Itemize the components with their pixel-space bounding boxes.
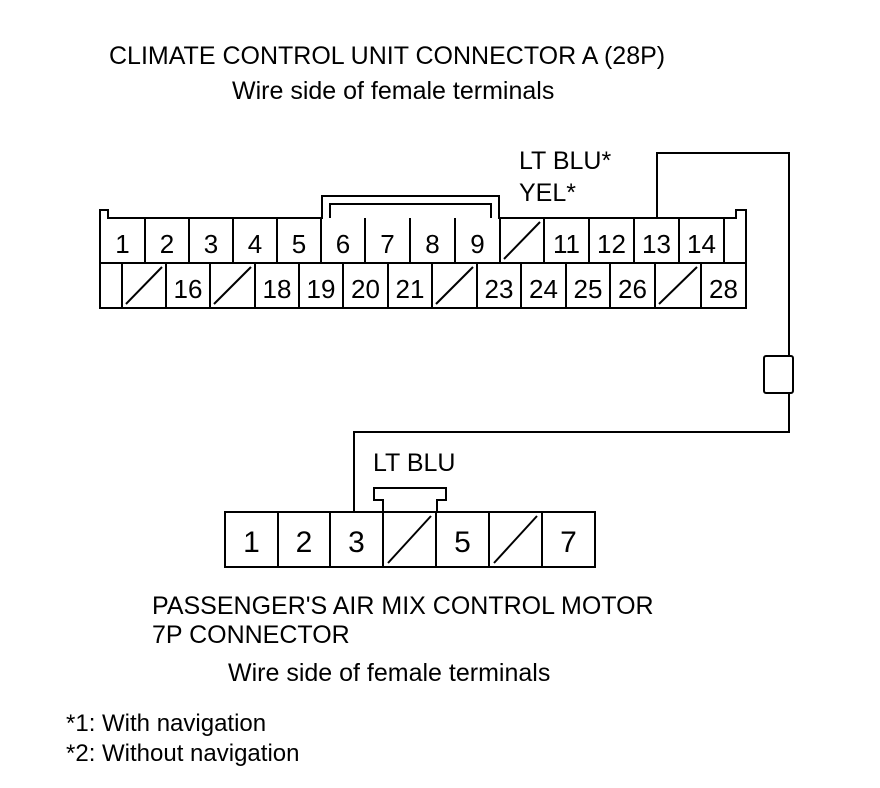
connector-a-pin-23: 23 xyxy=(485,274,514,304)
connector-a-pin-18: 18 xyxy=(263,274,292,304)
motor-connector-unused-cavity-slash xyxy=(493,515,538,564)
connector-a-pin-3: 3 xyxy=(204,229,218,259)
connector-a-pin-20: 20 xyxy=(351,274,380,304)
connector-a-top-row-unused-cavity-slash xyxy=(503,221,541,260)
connector-a-pin-7: 7 xyxy=(380,229,394,259)
connector-a-bottom-row-unused-cavity-slash xyxy=(435,266,474,305)
connector-a-pin-28: 28 xyxy=(709,274,738,304)
connector-a-bottom-row-unused-cavity-slash xyxy=(125,266,163,305)
connector-a-pin-13: 13 xyxy=(642,229,671,259)
motor-connector-pin-1: 1 xyxy=(243,526,260,559)
connector-a-title: CLIMATE CONTROL UNIT CONNECTOR A (28P) xyxy=(109,42,666,70)
motor-wire-color-label: LT BLU xyxy=(373,449,456,477)
motor-connector-pin-3: 3 xyxy=(348,526,365,559)
connector-a-pin-1: 1 xyxy=(115,229,129,259)
connector-a-lock-tab xyxy=(329,203,492,218)
connector-a-pin-11: 11 xyxy=(553,229,580,259)
motor-connector-cells: 1 2 3 5 7 xyxy=(243,512,577,567)
connector-a-pin-16: 16 xyxy=(174,274,203,304)
connector-a-pin-2: 2 xyxy=(160,229,174,259)
note-without-navigation: *2: Without navigation xyxy=(66,740,300,767)
connector-a-pin-21: 21 xyxy=(396,274,425,304)
motor-connector-pin-7: 7 xyxy=(560,526,577,559)
connector-a-housing xyxy=(99,195,747,309)
motor-connector-title-line2: 7P CONNECTOR xyxy=(152,621,350,649)
connector-a-pin-24: 24 xyxy=(529,274,558,304)
connector-a-pin-8: 8 xyxy=(425,229,439,259)
motor-connector-subtitle: Wire side of female terminals xyxy=(228,659,551,687)
connector-a-pin-25: 25 xyxy=(574,274,603,304)
connector-a-pin-14: 14 xyxy=(687,229,716,259)
motor-connector-lock-tab xyxy=(373,487,447,512)
wire-color-lt-blu-label: LT BLU* xyxy=(519,147,612,175)
connector-a-subtitle: Wire side of female terminals xyxy=(232,77,555,105)
motor-connector-unused-cavity-slash xyxy=(387,515,432,564)
connector-a-pin-6: 6 xyxy=(336,229,350,259)
connector-a-pin-26: 26 xyxy=(618,274,647,304)
connector-a-pin-4: 4 xyxy=(248,229,262,259)
wire-color-yel-label: YEL* xyxy=(519,179,576,207)
motor-connector-housing xyxy=(224,511,596,568)
connector-a-pin-9: 9 xyxy=(470,229,484,259)
connector-a-pin-12: 12 xyxy=(597,229,626,259)
connector-a-bottom-row-unused-cavity-slash xyxy=(213,266,252,305)
connector-a-pin-5: 5 xyxy=(292,229,306,259)
connector-a-pin-19: 19 xyxy=(307,274,336,304)
inline-connector-icon xyxy=(763,355,794,394)
connector-a-bottom-row-unused-cavity-slash xyxy=(658,266,698,305)
note-with-navigation: *1: With navigation xyxy=(66,710,267,737)
motor-connector-pin-5: 5 xyxy=(454,526,471,559)
wire-lt-blu-yel xyxy=(353,152,790,512)
motor-connector-pin-2: 2 xyxy=(296,526,313,559)
motor-connector-title-line1: PASSENGER'S AIR MIX CONTROL MOTOR xyxy=(152,592,654,620)
